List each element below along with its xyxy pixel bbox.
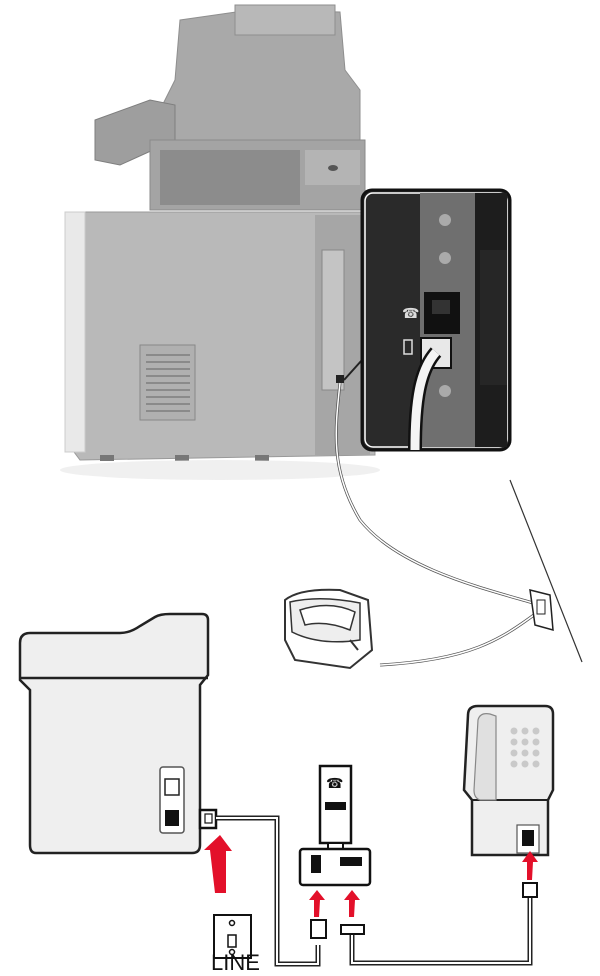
wall-jack-icon <box>213 914 252 959</box>
ext-port-icon <box>164 778 180 796</box>
splitter-icon: ☎ <box>298 764 372 887</box>
telephone-icon <box>462 704 555 857</box>
line-port-icon <box>165 810 179 826</box>
wall-jack-label: LINE <box>211 950 260 975</box>
plug-icon <box>522 882 538 898</box>
rj11-plug-icon <box>310 919 327 939</box>
plug-icon <box>340 924 365 935</box>
red-arrow-icon <box>309 890 325 917</box>
red-arrow-icon <box>344 890 360 917</box>
telephone-top <box>284 588 374 670</box>
telephone-icon: ☎ <box>326 776 343 792</box>
screw-icon <box>439 252 451 264</box>
line-port-icon <box>403 339 413 355</box>
screw-icon <box>439 214 451 226</box>
rj11-plug-icon <box>198 808 218 830</box>
telephone-port-icon: ☎ <box>402 306 419 322</box>
vent-grille <box>139 344 196 421</box>
wall-line <box>509 479 583 663</box>
screw-icon <box>439 385 451 397</box>
port-panel-inset: ☎ <box>360 188 512 452</box>
cable-schematic <box>216 815 533 967</box>
wall-jack-top <box>529 589 554 632</box>
phone-cable <box>334 382 541 667</box>
red-arrow-icon <box>522 851 538 880</box>
printer-illustration <box>60 4 380 480</box>
red-arrow-icon <box>204 835 232 893</box>
printer-schematic <box>18 612 210 855</box>
